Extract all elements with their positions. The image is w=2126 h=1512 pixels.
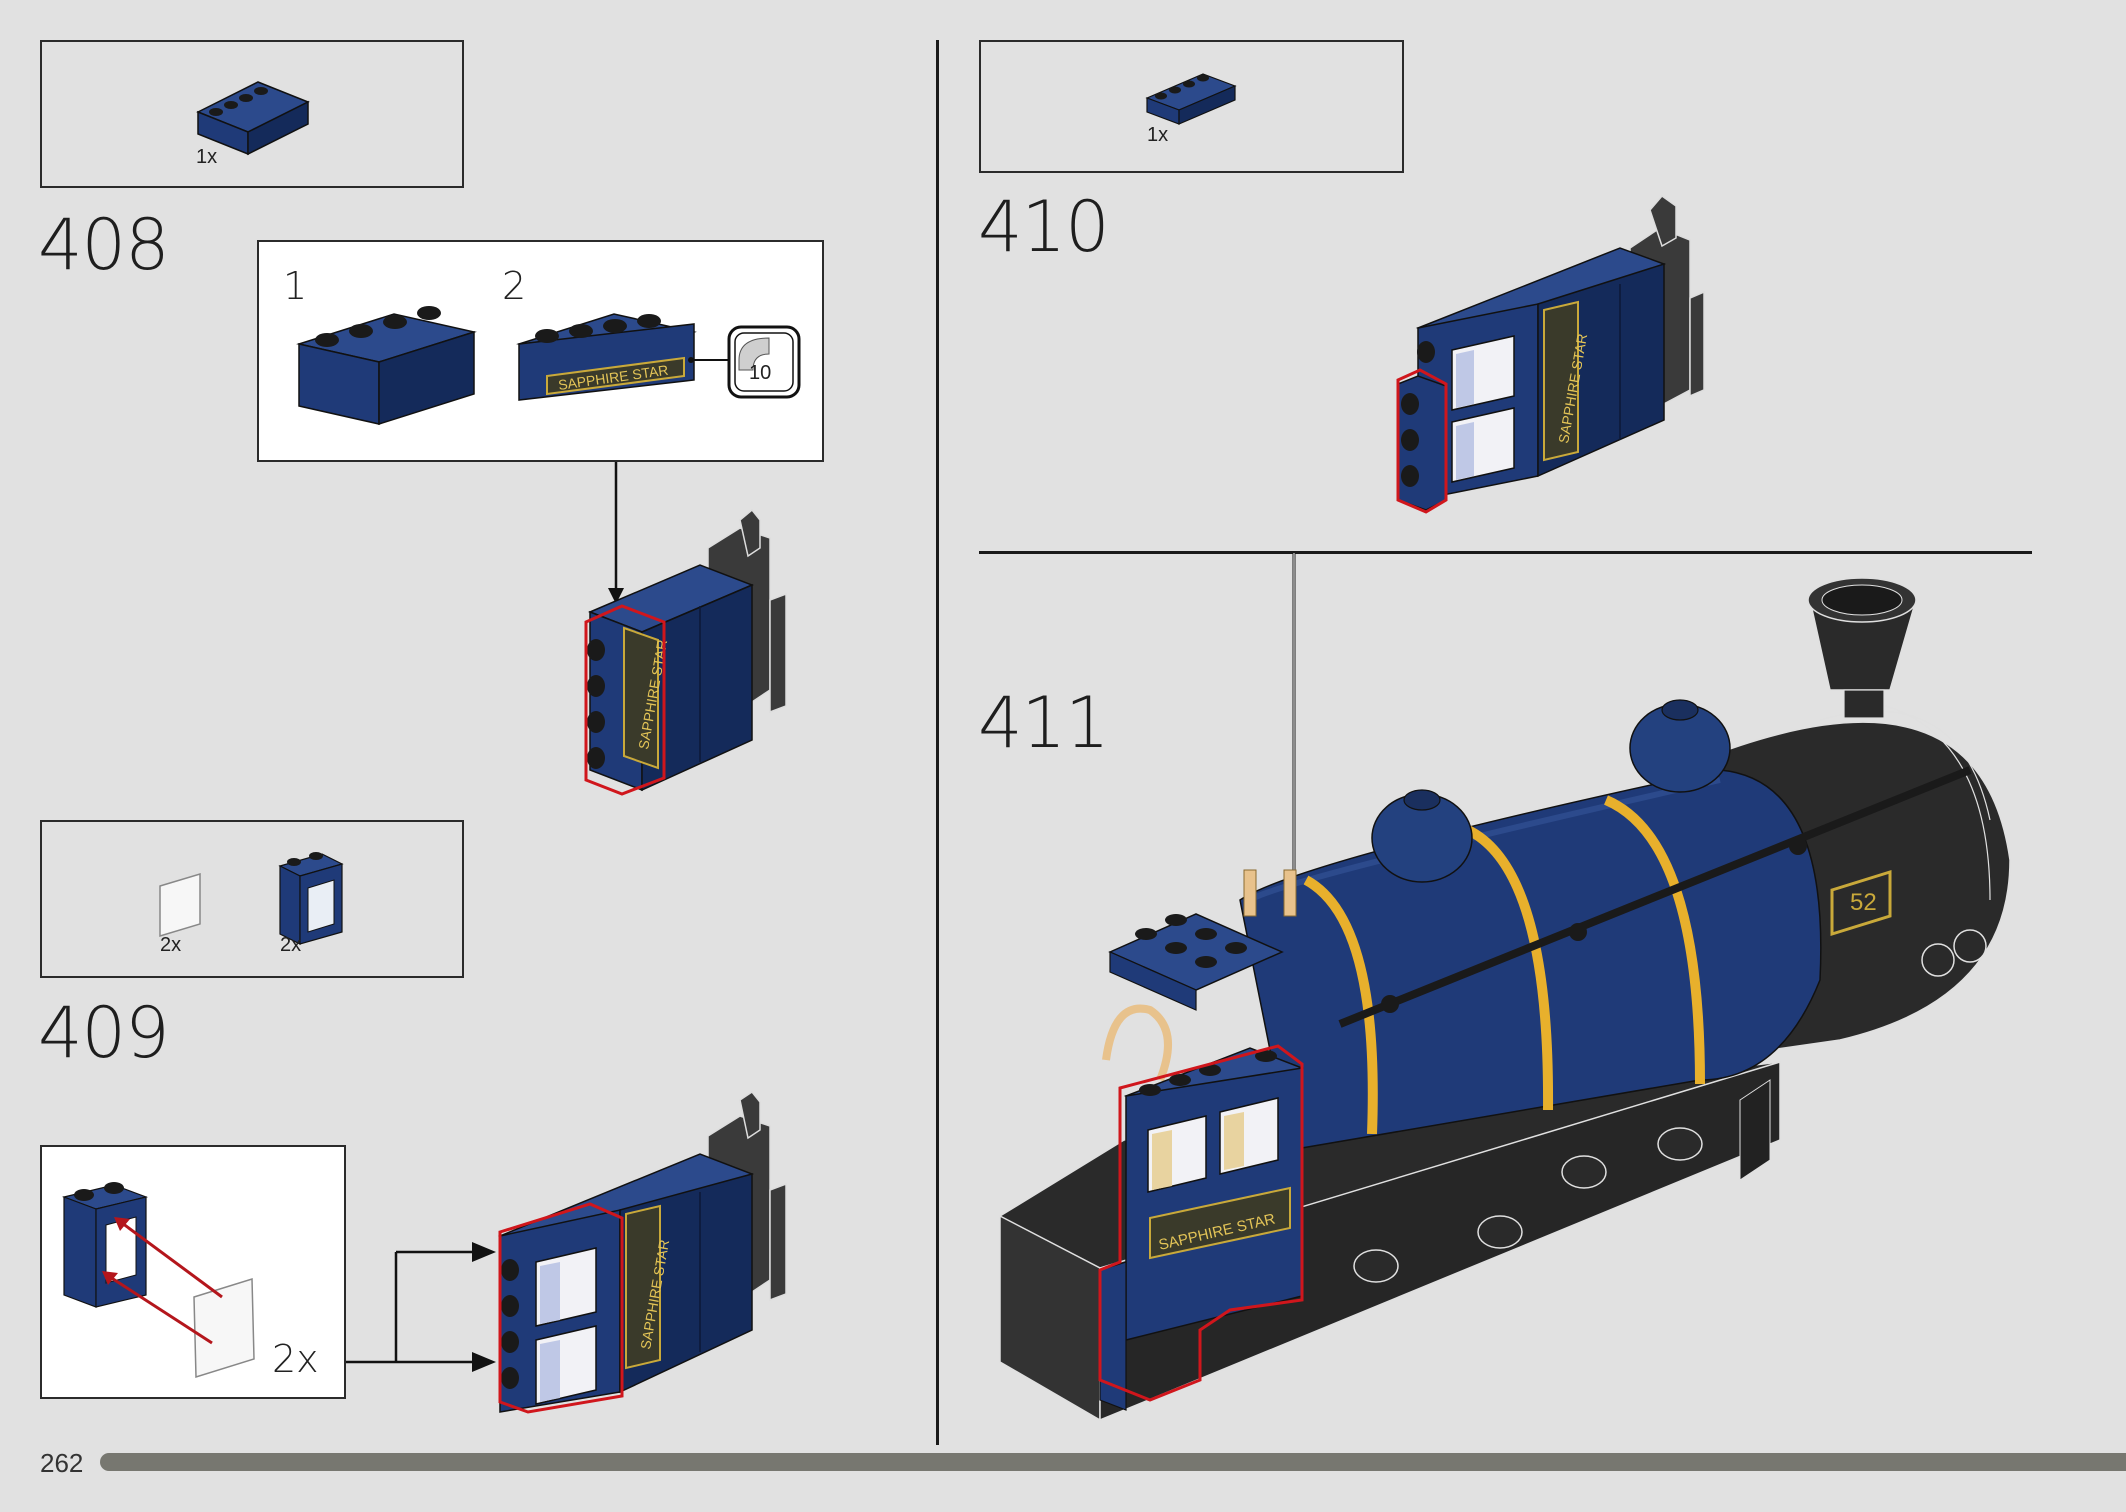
blue-window-frame-icon xyxy=(278,852,344,945)
part-qty: 1x xyxy=(1147,124,1169,146)
callout-408-illustration: SAPPHIRE STAR xyxy=(296,306,801,426)
step-number-408: 408 xyxy=(38,204,170,286)
step-number-411: 411 xyxy=(978,682,1110,764)
part-qty-glass: 2x xyxy=(160,934,182,956)
clear-glass-icon xyxy=(159,872,201,938)
plain-brick-icon xyxy=(296,306,477,426)
step-number-409: 409 xyxy=(38,992,170,1074)
callout-408: 1 2 SAPPHIRE STAR 10 xyxy=(257,240,824,462)
step-divider xyxy=(979,551,2032,554)
progress-bar xyxy=(100,1453,2126,1471)
parts-list-408: 1x xyxy=(40,40,464,188)
svg-text:52: 52 xyxy=(1850,889,1877,916)
parts-list-409: 2x 2x xyxy=(40,820,464,978)
sticker-sheet-ref: 10 xyxy=(749,362,772,384)
stickered-brick-icon xyxy=(516,313,697,401)
part-1x4-brick-icon xyxy=(196,81,310,156)
window-parts-icons xyxy=(159,852,344,945)
callout-substep-1: 1 xyxy=(283,264,308,308)
callout-multiplier: 2x xyxy=(272,1337,319,1381)
parts-list-410: 1x xyxy=(979,40,1404,173)
part-qty: 1x xyxy=(196,146,218,168)
step-number-410: 410 xyxy=(978,186,1110,268)
part-qty-frame: 2x xyxy=(280,934,302,956)
window-assembly-icon xyxy=(61,1182,255,1379)
callout-substep-2: 2 xyxy=(502,264,527,308)
page-number: 262 xyxy=(40,1448,84,1478)
callout-409: 2x xyxy=(40,1145,346,1399)
part-1x4-plate-icon xyxy=(1145,73,1237,125)
column-divider xyxy=(936,40,939,1445)
